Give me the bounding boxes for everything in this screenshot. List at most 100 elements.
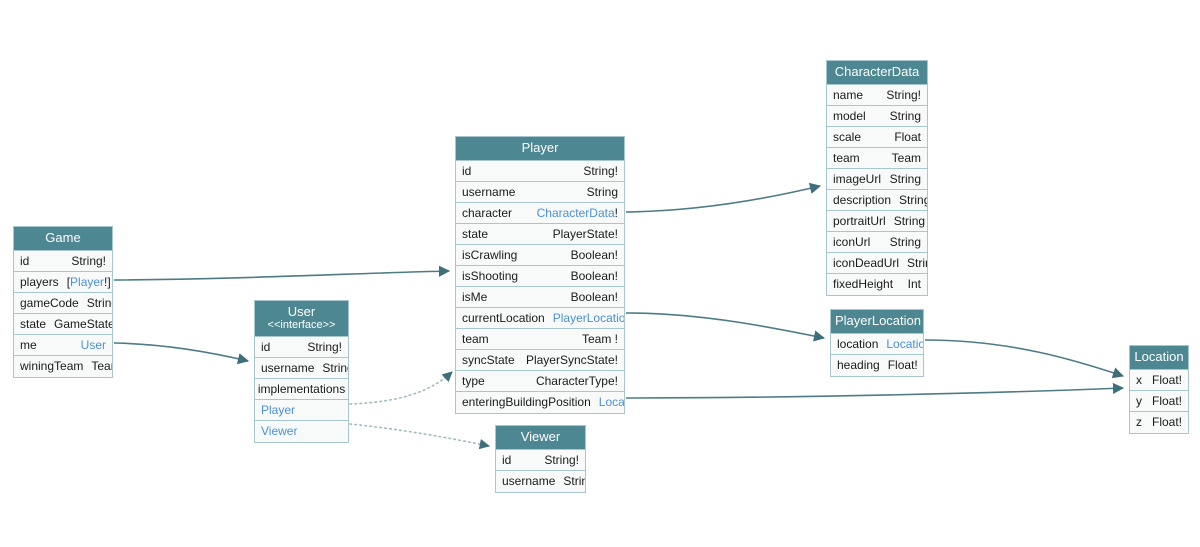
field-type: Float!	[1151, 372, 1182, 387]
bracket-open: [	[66, 274, 71, 289]
field-type: Float!	[1151, 415, 1182, 429]
field-type: CharacterData!	[536, 205, 618, 220]
field-viewer-id[interactable]: id String!	[496, 450, 585, 471]
field-name: team	[462, 331, 489, 346]
field-characterdata-name[interactable]: name String!	[827, 85, 927, 106]
field-name: x	[1136, 372, 1142, 387]
field-type: String!	[86, 295, 112, 310]
type-ref-location[interactable]: Location	[598, 395, 624, 409]
field-name: currentLocation	[462, 310, 545, 325]
field-game-winingteam[interactable]: winingTeam Team	[14, 356, 112, 377]
field-type: Team !	[581, 331, 618, 346]
entity-user[interactable]: User <<interface>> id String! username S…	[254, 300, 349, 443]
edge-player-enteringbuildingposition-location	[625, 382, 1125, 399]
entity-characterdata[interactable]: CharacterData name String! model String …	[826, 60, 928, 296]
entity-player[interactable]: Player id String! username String charac…	[455, 136, 625, 414]
field-characterdata-imageurl[interactable]: imageUrl String	[827, 169, 927, 190]
field-game-me[interactable]: me User	[14, 335, 112, 356]
field-type: Float!	[887, 358, 918, 372]
field-type: Float!	[1151, 393, 1182, 408]
field-characterdata-icondeadurl[interactable]: iconDeadUrl String	[827, 253, 927, 274]
edge-user-implements-viewer	[349, 423, 491, 450]
field-playerlocation-heading[interactable]: heading Float!	[831, 355, 923, 376]
entity-playerlocation[interactable]: PlayerLocation location Location! headin…	[830, 309, 924, 377]
field-game-state[interactable]: state GameState!	[14, 314, 112, 335]
field-type: String!	[544, 452, 579, 467]
field-player-state[interactable]: state PlayerState!	[456, 224, 624, 245]
field-player-iscrawling[interactable]: isCrawling Boolean!	[456, 245, 624, 266]
entity-characterdata-title: CharacterData	[827, 61, 927, 85]
field-player-team[interactable]: team Team !	[456, 329, 624, 350]
field-characterdata-fixedheight[interactable]: fixedHeight Int	[827, 274, 927, 295]
field-name: username	[462, 184, 516, 199]
field-type: [Player!]	[66, 274, 111, 289]
field-type: String!	[583, 163, 618, 178]
field-name: state	[462, 226, 489, 241]
entity-playerlocation-name: PlayerLocation	[835, 313, 921, 328]
field-type: PlayerLocation!	[552, 310, 624, 325]
field-name: isMe	[462, 289, 488, 304]
field-user-id[interactable]: id String!	[255, 337, 348, 358]
field-viewer-username[interactable]: username String	[496, 471, 585, 492]
type-ref-player[interactable]: Player	[70, 274, 105, 289]
entity-game-name: Game	[45, 230, 81, 245]
field-user-impl-player[interactable]: Player	[255, 400, 348, 421]
field-game-id[interactable]: id String!	[14, 251, 112, 272]
field-game-gamecode[interactable]: gameCode String!	[14, 293, 112, 314]
field-player-currentlocation[interactable]: currentLocation PlayerLocation!	[456, 308, 624, 329]
field-characterdata-portraiturl[interactable]: portraitUrl String	[827, 211, 927, 232]
entity-viewer[interactable]: Viewer id String! username String	[495, 425, 586, 493]
field-player-id[interactable]: id String!	[456, 161, 624, 182]
entity-game[interactable]: Game id String! players [Player!] gameCo…	[13, 226, 113, 378]
field-player-type[interactable]: type CharacterType!	[456, 371, 624, 392]
field-type: GameState!	[54, 316, 112, 331]
field-name: name	[833, 87, 864, 102]
field-name: location	[837, 336, 879, 351]
type-ref-viewer[interactable]: Viewer	[261, 424, 298, 438]
type-ref-user[interactable]: User	[80, 337, 106, 352]
field-player-isme[interactable]: isMe Boolean!	[456, 287, 624, 308]
type-ref-playerlocation[interactable]: PlayerLocation	[552, 310, 624, 325]
type-ref-player[interactable]: Player	[261, 402, 296, 417]
field-game-players[interactable]: players [Player!]	[14, 272, 112, 293]
field-name: username	[261, 360, 315, 375]
field-location-z[interactable]: z Float!	[1130, 412, 1188, 433]
field-player-syncstate[interactable]: syncState PlayerSyncState!	[456, 350, 624, 371]
field-characterdata-iconurl[interactable]: iconUrl String	[827, 232, 927, 253]
field-type: Boolean!	[570, 247, 618, 262]
edge-game-me-user	[113, 342, 250, 365]
type-ref-characterdata[interactable]: CharacterData	[536, 205, 615, 220]
field-user-impl-viewer[interactable]: Viewer	[255, 421, 348, 442]
field-characterdata-scale[interactable]: scale Float	[827, 127, 927, 148]
field-location-x[interactable]: x Float!	[1130, 370, 1188, 391]
entity-viewer-name: Viewer	[520, 429, 561, 444]
edge-player-currentlocation-playerlocation	[625, 312, 826, 342]
field-characterdata-team[interactable]: team Team	[827, 148, 927, 169]
field-user-username[interactable]: username String	[255, 358, 348, 379]
field-player-enteringbuildingposition[interactable]: enteringBuildingPosition Location	[456, 392, 624, 413]
field-characterdata-description[interactable]: description String	[827, 190, 927, 211]
field-player-username[interactable]: username String	[456, 182, 624, 203]
field-type: PlayerSyncState!	[525, 352, 618, 367]
field-player-character[interactable]: character CharacterData!	[456, 203, 624, 224]
entity-characterdata-name: CharacterData	[834, 64, 920, 79]
field-type: Boolean!	[570, 268, 618, 283]
field-name: implementations	[257, 381, 346, 396]
entity-location[interactable]: Location x Float! y Float! z Float!	[1129, 345, 1189, 434]
type-ref-location[interactable]: Location!	[886, 336, 923, 351]
entity-location-title: Location	[1130, 346, 1188, 370]
field-type: String	[586, 184, 618, 199]
field-name: id	[261, 339, 271, 354]
edge-player-character-characterdata	[625, 182, 822, 213]
field-player-isshooting[interactable]: isShooting Boolean!	[456, 266, 624, 287]
field-characterdata-model[interactable]: model String	[827, 106, 927, 127]
field-name: character	[462, 205, 513, 220]
field-name: id	[20, 253, 30, 268]
field-name: username	[502, 474, 556, 488]
edge-playerlocation-location-location	[924, 339, 1125, 379]
field-playerlocation-location[interactable]: location Location!	[831, 334, 923, 355]
entity-playerlocation-title: PlayerLocation	[831, 310, 923, 334]
field-type: Team	[91, 359, 112, 373]
field-name: id	[462, 163, 472, 178]
field-location-y[interactable]: y Float!	[1130, 391, 1188, 412]
